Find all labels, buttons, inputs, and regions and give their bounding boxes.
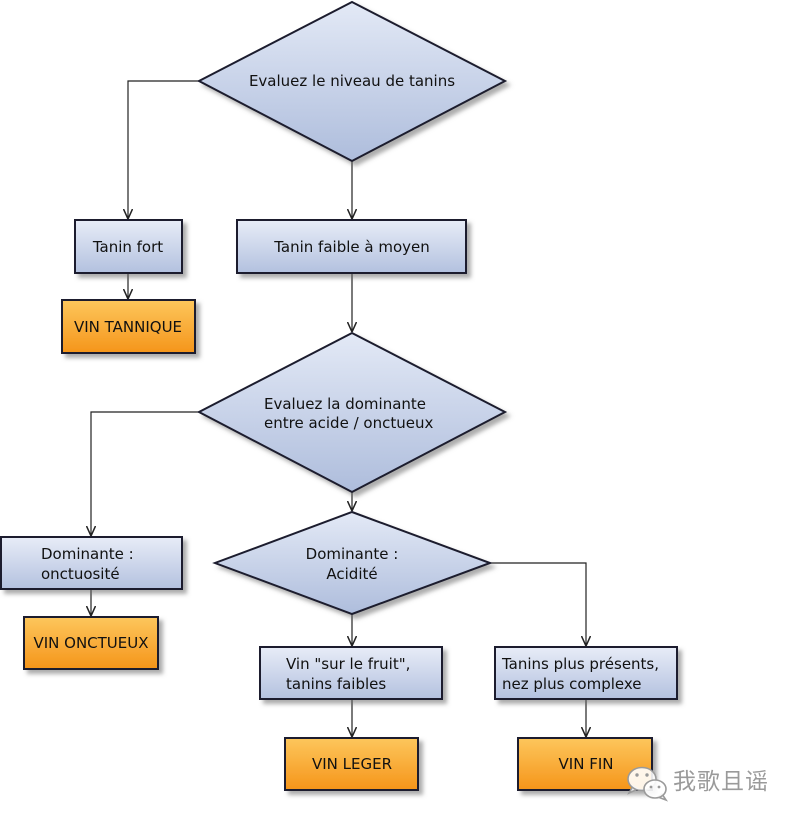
decision-dominant-text-line-1: Evaluez la dominante (264, 395, 426, 413)
wechat-icon (627, 766, 669, 802)
step-onctuosite (0, 536, 183, 590)
result-vin-leger (284, 737, 419, 791)
decision-dominant (196, 331, 508, 494)
step-onctuosite-text-line-2: onctuosité (41, 565, 120, 583)
labels: Evaluez le niveau de tanins Evaluez la d… (33, 72, 659, 773)
connectors (91, 80, 586, 737)
result-vin-fin-text: VIN FIN (559, 755, 614, 773)
connector-dominant-to-onctuosite (91, 411, 199, 536)
result-vin-tannique-text: VIN TANNIQUE (74, 318, 182, 336)
watermark-text: 我歌且谣 (673, 769, 769, 795)
result-vin-onctueux (23, 616, 159, 670)
step-tanin-faible (236, 219, 467, 274)
step-tanins-presents (494, 646, 678, 700)
result-vin-onctueux-text: VIN ONCTUEUX (33, 634, 148, 652)
result-vin-tannique (61, 299, 196, 354)
decision-acidity (212, 510, 493, 616)
step-tanin-fort-text: Tanin fort (92, 238, 163, 256)
decision-acidity-text-line-2: Acidité (326, 565, 377, 583)
nodes (0, 0, 678, 791)
decision-acidity-text-line-1: Dominante : (306, 545, 399, 563)
step-tanins-presents-text-line-2: nez plus complexe (502, 675, 642, 693)
step-sur-le-fruit (259, 646, 443, 700)
decision-tannin-level (196, 0, 508, 163)
connector-tannin-level-to-tanin-fort (128, 80, 199, 219)
watermark: 我歌且谣 (627, 766, 769, 802)
step-tanins-presents-text-line-1: Tanins plus présents, (501, 655, 659, 673)
step-tanin-faible-text: Tanin faible à moyen (273, 238, 430, 256)
result-vin-leger-text: VIN LEGER (312, 755, 392, 773)
step-tanin-fort (74, 219, 183, 274)
connector-acidity-to-tanins-presents (490, 562, 586, 646)
step-sur-le-fruit-text-line-2: tanins faibles (286, 675, 386, 693)
step-onctuosite-text-line-1: Dominante : (41, 545, 134, 563)
decision-dominant-text-line-2: entre acide / onctueux (264, 414, 433, 432)
step-sur-le-fruit-text-line-1: Vin "sur le fruit", (286, 655, 410, 673)
decision-tannin-level-text: Evaluez le niveau de tanins (249, 72, 455, 90)
